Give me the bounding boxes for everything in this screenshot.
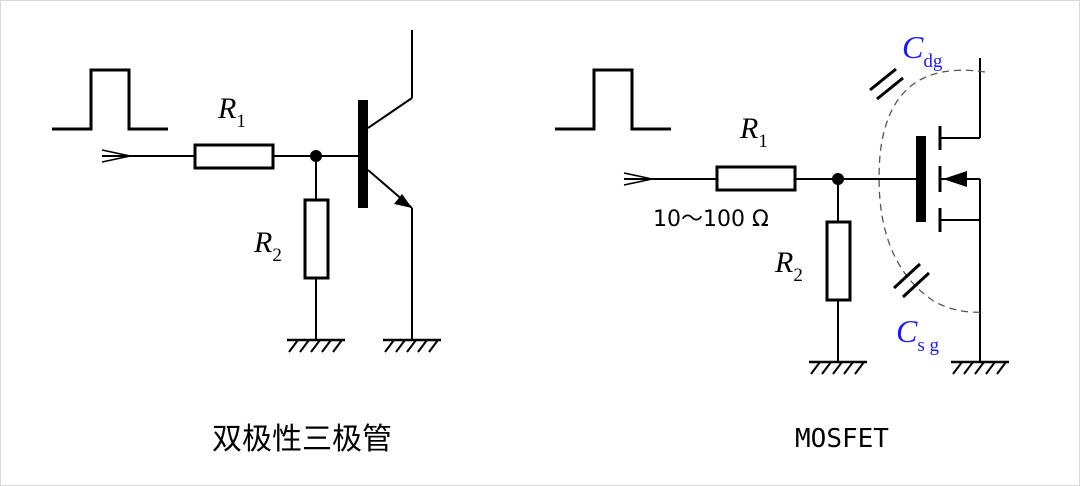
bjt-resistor-r1 xyxy=(193,143,275,170)
mosfet-ground-r2 xyxy=(809,360,867,375)
mosfet-circuit xyxy=(555,58,1009,375)
bjt-r1-label: R1 xyxy=(217,92,246,132)
bjt-base-bar xyxy=(358,100,368,208)
capacitor-csg xyxy=(892,262,931,299)
bjt-emitter-arrow xyxy=(394,194,412,208)
bjt-ground-emitter xyxy=(383,338,441,353)
bjt-resistor-r2 xyxy=(303,198,330,280)
cdg-label: Cdg xyxy=(902,29,943,72)
mosfet-body-arrow xyxy=(943,171,967,187)
mosfet-r2-label: R2 xyxy=(774,246,803,286)
mosfet-resistor-r2 xyxy=(825,220,852,302)
mosfet-r1-label: R1 xyxy=(739,112,768,152)
bjt-ground-r2 xyxy=(287,338,345,353)
bjt-input-pulse xyxy=(52,68,168,131)
csg-label: Cs g xyxy=(896,313,939,356)
bjt-collector xyxy=(367,97,413,129)
mosfet-resistor-r1 xyxy=(715,165,797,192)
parasitic-path-dashed xyxy=(878,69,986,313)
capacitor-cdg xyxy=(869,67,904,101)
bjt-caption: 双极性三极管 xyxy=(212,422,392,457)
mosfet-ground-source xyxy=(951,360,1009,375)
bjt-r2-label: R2 xyxy=(253,226,282,266)
bjt-circuit xyxy=(52,30,441,353)
mosfet-caption: MOSFET xyxy=(795,424,889,454)
mosfet-gate-plate xyxy=(916,136,926,222)
mosfet-input-pulse xyxy=(555,68,671,131)
mosfet-r1-value: 10～100 Ω xyxy=(653,207,769,232)
